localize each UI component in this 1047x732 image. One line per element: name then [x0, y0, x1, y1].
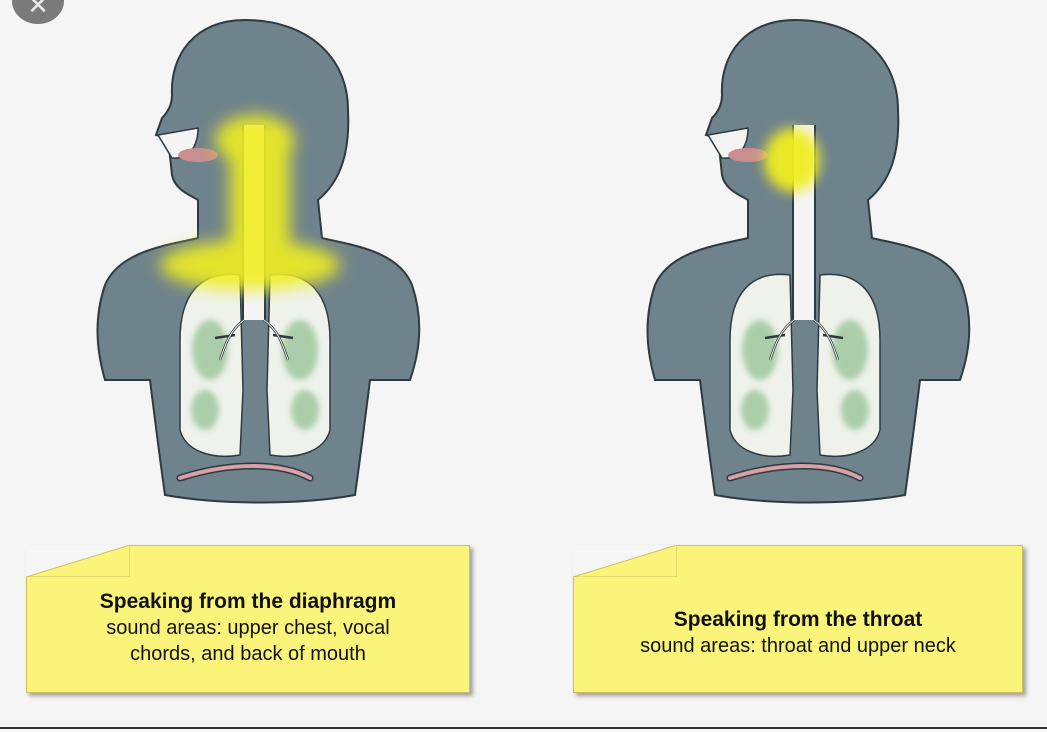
- close-icon: ✕: [27, 0, 49, 18]
- caption-note-throat: Speaking from the throat sound areas: th…: [573, 545, 1023, 693]
- torso-diagram-diaphragm: [80, 0, 440, 530]
- close-button[interactable]: ✕: [12, 0, 64, 24]
- caption-line: sound areas: upper chest, vocal: [47, 615, 449, 641]
- caption-title: Speaking from the throat: [594, 606, 1002, 633]
- caption-line: chords, and back of mouth: [47, 641, 449, 667]
- tongue: [728, 148, 768, 162]
- caption-title: Speaking from the diaphragm: [47, 588, 449, 615]
- sound-area-highlight: [764, 128, 820, 192]
- caption-note-diaphragm: Speaking from the diaphragm sound areas:…: [26, 545, 470, 693]
- note-folded-corner: [573, 545, 677, 577]
- torso-diagram-throat: [630, 0, 990, 530]
- caption-line: sound areas: throat and upper neck: [594, 633, 1002, 659]
- bottom-divider: [0, 727, 1047, 729]
- tongue: [178, 148, 218, 162]
- note-folded-corner: [26, 545, 130, 577]
